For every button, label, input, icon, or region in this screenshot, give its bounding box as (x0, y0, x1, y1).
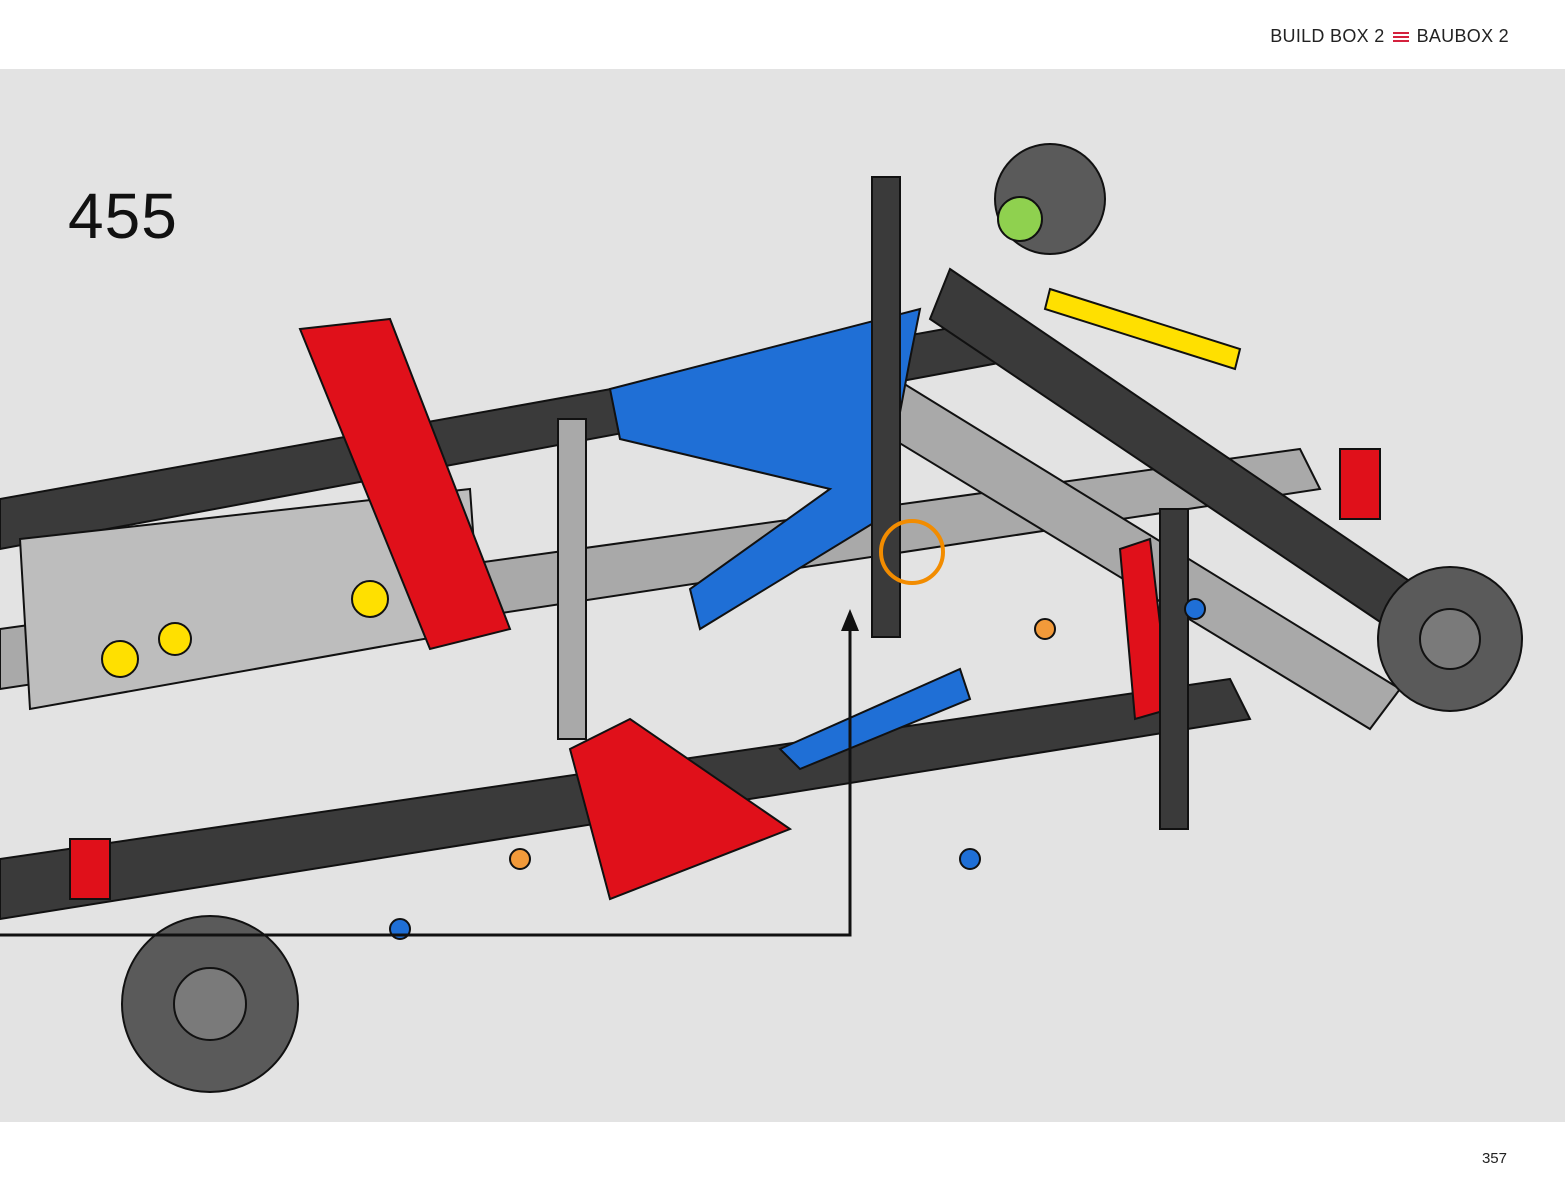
vertical-beam (557, 418, 587, 740)
instruction-illustration: 455 (0, 69, 1565, 1122)
yellow-link (1043, 287, 1242, 371)
highlight-circle (879, 519, 945, 585)
engine-piston-cap (351, 580, 389, 618)
red-shock-spring (69, 838, 111, 900)
blue-pin (959, 848, 981, 870)
blue-frame-part (608, 307, 922, 631)
red-wedge-panel (568, 717, 793, 901)
build-box-label-de: BAUBOX 2 (1416, 26, 1509, 46)
header-title: BUILD BOX 2 BAUBOX 2 (1270, 26, 1509, 47)
callout-arrow-head (841, 609, 859, 631)
step-number: 455 (68, 180, 178, 252)
engine-piston-cap (158, 622, 192, 656)
blue-frame-part-lower (778, 667, 972, 771)
vertical-beam (1159, 508, 1189, 830)
red-shock-spring (1339, 448, 1381, 520)
blue-pin (1184, 598, 1206, 620)
page-number: 357 (1481, 1150, 1507, 1167)
orange-pin (1034, 618, 1056, 640)
callout-arrow-line (0, 624, 852, 937)
chassis-model-illustration (0, 143, 1523, 1093)
vertical-beam (871, 176, 901, 638)
build-box-label-en: BUILD BOX 2 (1270, 26, 1385, 46)
orange-pin (509, 848, 531, 870)
red-beam (298, 317, 512, 651)
triple-bar-icon (1392, 31, 1409, 43)
engine-piston-cap (101, 640, 139, 678)
